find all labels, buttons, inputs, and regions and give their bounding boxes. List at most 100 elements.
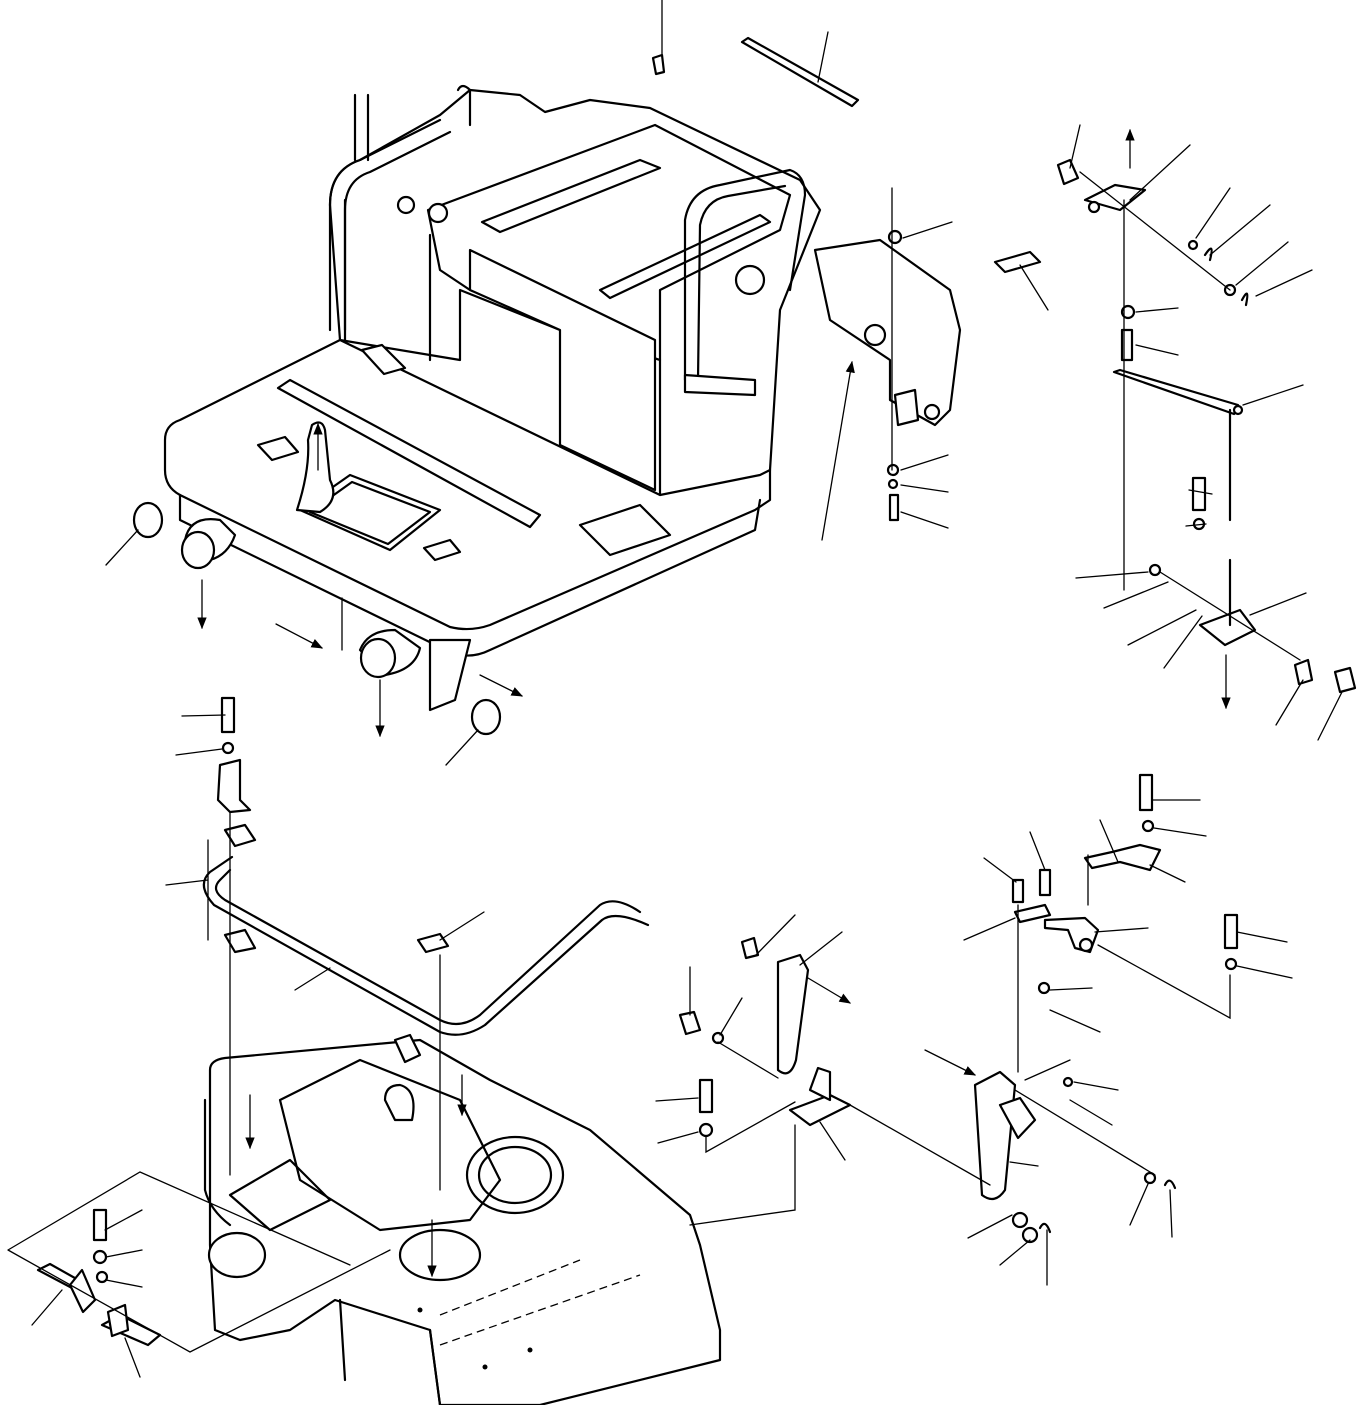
- washer: [886, 463, 900, 477]
- floor-slot: [276, 378, 542, 529]
- leader: [1153, 827, 1207, 837]
- pin: [1038, 868, 1052, 897]
- leader: [819, 1121, 846, 1161]
- leader: [1019, 264, 1049, 311]
- handrail-left-inner: [343, 130, 452, 332]
- leader: [900, 454, 949, 471]
- bolt: [888, 493, 900, 522]
- frame-corner: [338, 1298, 442, 1405]
- washer: [887, 229, 903, 245]
- cotter-pin: [1163, 1179, 1177, 1190]
- leader: [1149, 864, 1186, 883]
- control-rod: [214, 868, 642, 1026]
- alignment-line: [1014, 1089, 1156, 1176]
- boss: [393, 1033, 422, 1064]
- swing-boss: [207, 1231, 267, 1279]
- leader: [1317, 691, 1343, 741]
- leader: [657, 1131, 699, 1144]
- pin: [1333, 666, 1357, 694]
- leader: [900, 484, 949, 493]
- leader: [1275, 679, 1304, 726]
- pin-bracket: [106, 1303, 130, 1338]
- pin: [740, 936, 760, 960]
- leader: [1169, 1189, 1173, 1238]
- leader: [1188, 489, 1213, 495]
- washer: [1148, 563, 1162, 577]
- small-plate: [993, 250, 1042, 274]
- leader: [1135, 307, 1179, 313]
- mount-plate: [428, 638, 472, 712]
- leader: [983, 857, 1017, 883]
- leader: [105, 1249, 143, 1258]
- lower-frame-edge: [203, 1098, 232, 1227]
- leader: [717, 1041, 779, 1079]
- leader: [105, 529, 139, 566]
- leader: [1009, 1161, 1039, 1167]
- washer: [1037, 981, 1051, 995]
- rod-clamp: [223, 823, 257, 848]
- leader: [175, 748, 223, 756]
- arrow-right: [924, 1049, 977, 1076]
- floor-plate-pad: [578, 503, 672, 557]
- washer: [711, 1031, 725, 1045]
- washer: [1120, 304, 1136, 320]
- frame-hole: [396, 195, 416, 215]
- washer: [1224, 957, 1238, 971]
- leader: [1195, 187, 1231, 239]
- seat-box-front: [468, 248, 657, 492]
- leader: [1075, 571, 1149, 579]
- bracket-slot: [893, 388, 920, 427]
- swing-ring-inner: [477, 1145, 553, 1205]
- alignment-frame: [7, 1171, 391, 1353]
- vertical-tube: [353, 93, 370, 162]
- arrow-up: [821, 360, 855, 541]
- small-clip: [416, 932, 450, 954]
- dot: [482, 1364, 488, 1370]
- leader: [1049, 987, 1093, 991]
- washer: [221, 741, 235, 755]
- leader: [1069, 124, 1081, 169]
- leader: [105, 1279, 143, 1288]
- leader: [1236, 965, 1293, 979]
- leader: [902, 221, 953, 239]
- pin: [1293, 658, 1314, 686]
- alignment-line: [689, 1124, 796, 1226]
- frame-hole: [427, 202, 449, 224]
- lower-bracket: [1198, 608, 1257, 647]
- rod-end: [1232, 404, 1244, 416]
- frame-hole: [734, 264, 766, 296]
- pin: [678, 1010, 702, 1036]
- seat-rail-2: [598, 213, 772, 300]
- bracket-hole: [923, 403, 941, 421]
- spring: [1021, 1226, 1039, 1244]
- pin: [1011, 878, 1025, 904]
- floor-cutout: [360, 343, 407, 376]
- leader: [1103, 581, 1169, 609]
- leader: [1069, 1099, 1113, 1126]
- spring: [1011, 1211, 1029, 1229]
- rubber-mount: [132, 501, 164, 539]
- leader: [294, 967, 331, 991]
- leader: [1073, 1081, 1119, 1091]
- bolt: [651, 53, 666, 76]
- leader: [445, 729, 479, 766]
- hidden-line: [439, 1274, 641, 1346]
- handrail-right: [683, 168, 807, 382]
- bolt: [220, 696, 236, 734]
- washer: [1187, 239, 1199, 251]
- arrow-right: [479, 674, 524, 697]
- link-arm: [1083, 843, 1162, 872]
- alignment-line: [1079, 171, 1231, 291]
- leader: [1135, 344, 1179, 356]
- gas-spring-assembly: [1056, 158, 1357, 694]
- washer: [92, 1249, 108, 1265]
- seat-rail: [480, 158, 662, 234]
- pedal-opening-inner: [308, 480, 432, 546]
- bolt: [1223, 913, 1239, 950]
- leader: [1255, 269, 1313, 297]
- handrail-left: [328, 118, 442, 332]
- handrail-right-inner: [696, 184, 787, 382]
- leader: [1242, 384, 1304, 406]
